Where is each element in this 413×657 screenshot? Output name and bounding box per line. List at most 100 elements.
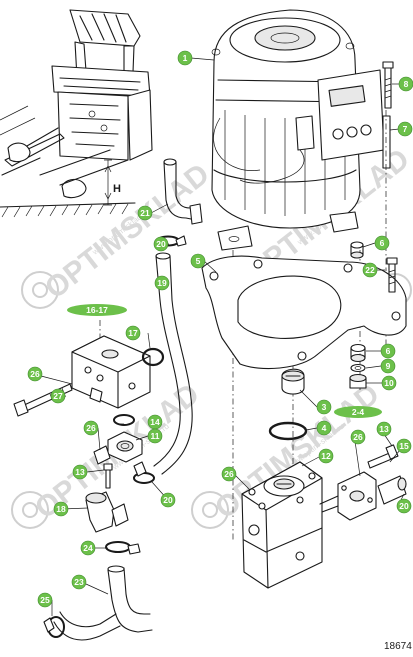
svg-text:8: 8 xyxy=(404,79,409,89)
callout-6: 6 xyxy=(374,235,390,251)
callout-1: 1 xyxy=(177,50,193,66)
svg-text:3: 3 xyxy=(322,402,327,412)
callout-20: 20 xyxy=(153,236,169,252)
callout-9: 9 xyxy=(380,358,396,374)
callout-13: 13 xyxy=(376,421,392,437)
stud-pin xyxy=(382,115,391,169)
lift-mast-assembly: H xyxy=(0,9,153,218)
callout-23: 23 xyxy=(71,574,87,590)
svg-text:26: 26 xyxy=(30,369,40,379)
hose-fitting xyxy=(377,475,407,505)
svg-text:22: 22 xyxy=(365,265,375,275)
callout-3: 3 xyxy=(316,399,332,415)
o-ring xyxy=(268,421,308,441)
callout-5: 5 xyxy=(190,253,206,269)
hose-clamp xyxy=(105,541,141,555)
hydraulic-pump xyxy=(241,461,323,589)
callout-7: 7 xyxy=(397,121,413,137)
svg-text:14: 14 xyxy=(150,417,160,427)
hose-clamp xyxy=(133,461,155,484)
svg-text:18: 18 xyxy=(56,504,66,514)
callout-26: 26 xyxy=(221,466,237,482)
shaft-coupling xyxy=(281,368,305,395)
svg-text:10: 10 xyxy=(384,378,394,388)
callout-14: 14 xyxy=(147,414,163,430)
svg-text:23: 23 xyxy=(74,577,84,587)
callout-10: 10 xyxy=(381,375,397,391)
callout-6: 6 xyxy=(380,343,396,359)
svg-text:2-4: 2-4 xyxy=(352,407,365,417)
drawing-number: 18674 xyxy=(384,641,412,652)
svg-text:5: 5 xyxy=(196,256,201,266)
callout-8: 8 xyxy=(398,76,413,92)
svg-text:11: 11 xyxy=(151,431,160,441)
bolt xyxy=(382,61,394,109)
svg-text:13: 13 xyxy=(379,424,389,434)
electric-motor xyxy=(211,9,385,251)
svg-text:26: 26 xyxy=(224,469,234,479)
o-ring xyxy=(141,347,165,367)
svg-text:17: 17 xyxy=(128,328,138,338)
svg-text:20: 20 xyxy=(156,239,166,249)
svg-text:25: 25 xyxy=(40,595,50,605)
svg-text:7: 7 xyxy=(403,124,408,134)
callout-12: 12 xyxy=(318,448,334,464)
callout-24: 24 xyxy=(80,540,96,556)
callout-19: 19 xyxy=(154,275,170,291)
suction-pipe xyxy=(163,158,203,225)
pump-flange xyxy=(319,471,377,521)
svg-text:21: 21 xyxy=(140,208,150,218)
hose-clamp xyxy=(43,616,65,638)
svg-text:15: 15 xyxy=(399,441,409,451)
o-ring xyxy=(113,414,135,426)
return-hose xyxy=(53,565,153,641)
svg-text:16-17: 16-17 xyxy=(86,305,108,315)
callout-26: 26 xyxy=(27,366,43,382)
valve-block xyxy=(71,335,151,409)
callout-20: 20 xyxy=(160,492,176,508)
callout-26: 26 xyxy=(83,420,99,436)
callout-21: 21 xyxy=(137,205,153,221)
bolt xyxy=(386,257,398,293)
bolt xyxy=(367,444,399,469)
callout-18: 18 xyxy=(53,501,69,517)
svg-text:1: 1 xyxy=(183,53,188,63)
svg-text:26: 26 xyxy=(86,423,96,433)
svg-text:20: 20 xyxy=(163,495,173,505)
dimension-label: H xyxy=(113,183,121,195)
callout-13: 13 xyxy=(72,464,88,480)
callout-11: 11 xyxy=(147,428,163,444)
svg-text:12: 12 xyxy=(321,451,331,461)
spacer-sleeve xyxy=(350,241,364,259)
callout-25: 25 xyxy=(37,592,53,608)
nut xyxy=(349,373,367,389)
svg-text:6: 6 xyxy=(386,346,391,356)
kit-label-16-17: 16-17 xyxy=(67,304,127,316)
leader-lines xyxy=(40,57,405,616)
bolt xyxy=(103,463,113,489)
svg-text:27: 27 xyxy=(53,391,63,401)
hose-19 xyxy=(153,252,193,475)
callout-15: 15 xyxy=(396,438,412,454)
svg-text:20: 20 xyxy=(399,501,409,511)
washer xyxy=(350,363,366,373)
spacer-sleeve xyxy=(350,343,366,363)
elbow-fitting xyxy=(85,491,129,533)
svg-text:9: 9 xyxy=(386,361,391,371)
mounting-plate xyxy=(201,255,407,370)
callout-22: 22 xyxy=(362,262,378,278)
svg-text:26: 26 xyxy=(353,432,363,442)
svg-text:6: 6 xyxy=(380,238,385,248)
callout-27: 27 xyxy=(50,388,66,404)
hose-fitting xyxy=(93,445,111,465)
svg-text:24: 24 xyxy=(83,543,93,553)
callout-20: 20 xyxy=(396,498,412,514)
kit-label-2-4: 2-4 xyxy=(334,406,382,418)
hose-flange xyxy=(107,431,143,463)
svg-text:4: 4 xyxy=(322,423,327,433)
callout-4: 4 xyxy=(316,420,332,436)
callout-26: 26 xyxy=(350,429,366,445)
svg-text:19: 19 xyxy=(157,278,167,288)
svg-text:13: 13 xyxy=(75,467,85,477)
